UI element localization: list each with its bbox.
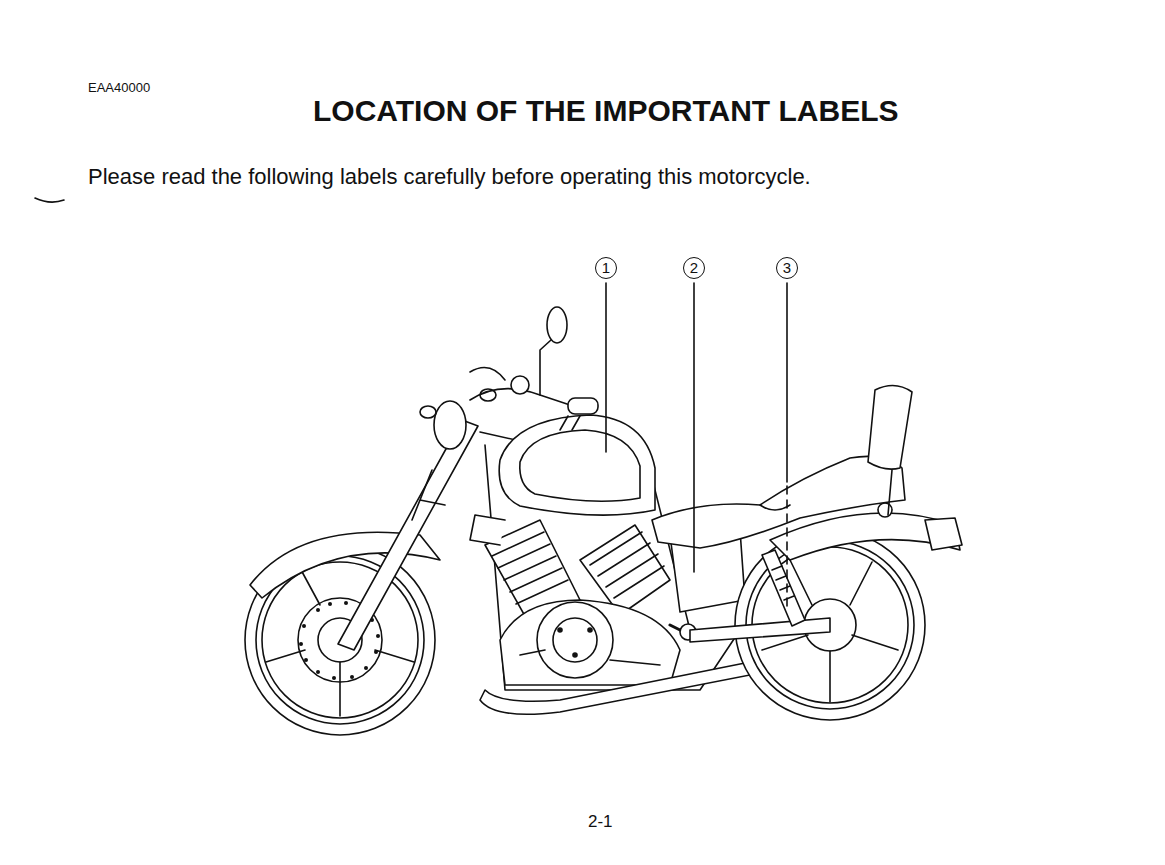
fuel-tank (499, 415, 655, 515)
callout-number: 1 (595, 257, 617, 279)
backrest (868, 385, 912, 515)
margin-mark (35, 198, 64, 202)
exhaust-pipe (480, 660, 765, 714)
tail-light (925, 518, 962, 550)
shock-spring (772, 566, 794, 600)
handlebar (470, 307, 598, 414)
document-code: EAA40000 (88, 80, 150, 95)
seat-seam (760, 505, 790, 510)
page-number: 2-1 (588, 812, 613, 832)
leader-lines (606, 283, 787, 612)
rear-shock (762, 550, 805, 626)
rear-signal (878, 503, 892, 517)
swingarm (690, 618, 830, 642)
seat (652, 456, 905, 548)
instruction-text: Please read the following labels careful… (88, 164, 811, 190)
callout-number: 2 (683, 257, 705, 279)
fork-detail (412, 470, 445, 520)
headlight (420, 389, 496, 449)
front-fork (338, 420, 478, 650)
callout-number: 3 (776, 257, 798, 279)
page-title: LOCATION OF THE IMPORTANT LABELS (313, 94, 899, 128)
engine (470, 515, 680, 685)
